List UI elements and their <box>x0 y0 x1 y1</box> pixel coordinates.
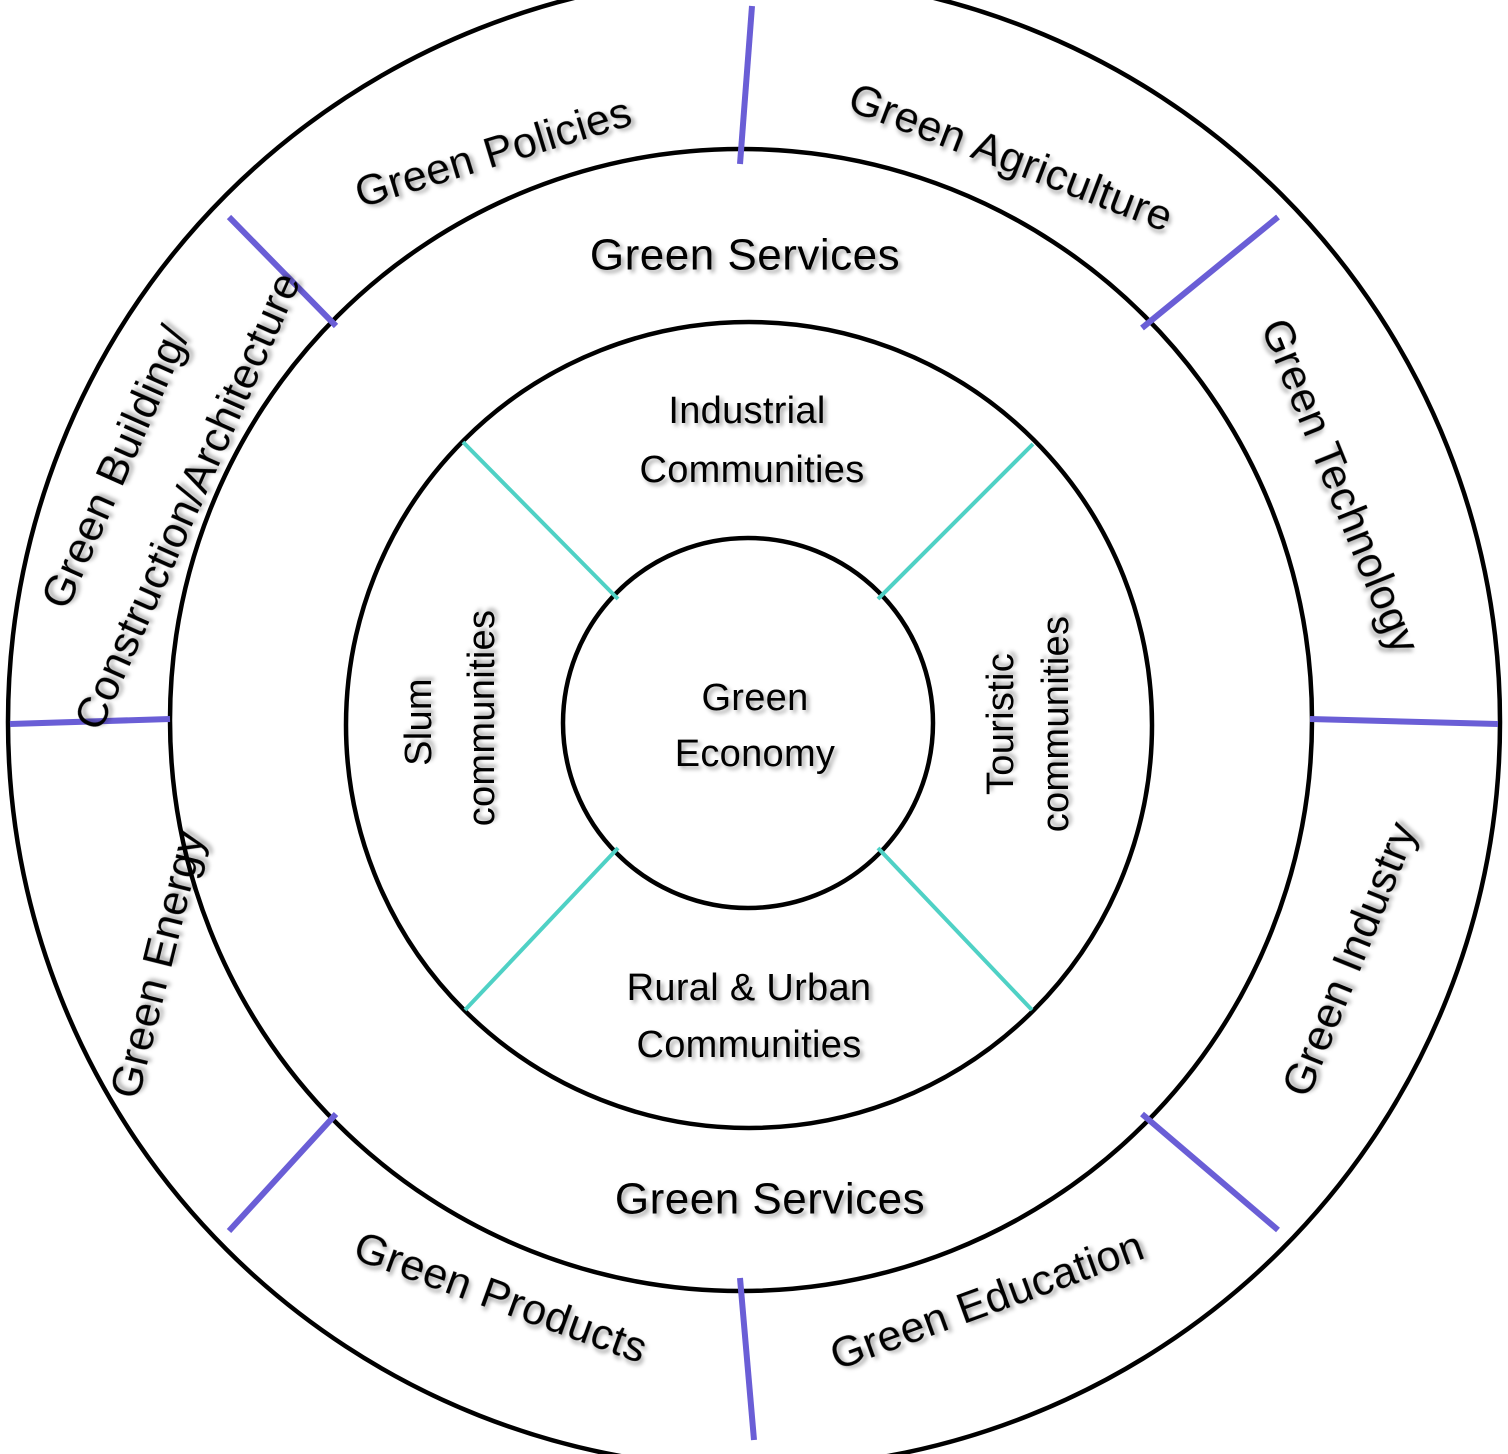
core-label-line1: Green <box>701 677 808 719</box>
divider-inner-se <box>876 846 1034 1012</box>
divider-agriculture-technology <box>1140 214 1280 331</box>
divider-products-energy <box>226 1111 339 1234</box>
divider-inner-ne <box>876 442 1035 601</box>
green-policies-label: Green Policies <box>349 88 637 218</box>
divider-energy-building <box>9 716 171 727</box>
divider-education-products <box>737 1277 757 1441</box>
touristic-communities-label-line2: communities <box>1035 616 1077 833</box>
divider-building-policies <box>226 214 339 329</box>
slum-communities-label-line1: Slum <box>398 678 440 766</box>
green-technology-label: Green Technology <box>1251 312 1429 660</box>
core-label-line2: Economy <box>675 733 836 775</box>
industrial-communities-label-line2: Communities <box>639 449 864 491</box>
divider-industry-education <box>1140 1111 1280 1233</box>
green-products-label: Green Products <box>348 1222 654 1373</box>
divider-technology-industry <box>1309 716 1499 727</box>
green-energy-label: Green Energy <box>101 826 214 1103</box>
touristic-communities-label-line1: Touristic <box>980 653 1022 795</box>
green-services-bottom-label: Green Services <box>615 1175 925 1224</box>
divider-policies-agriculture <box>737 5 755 165</box>
divider-inner-nw <box>461 440 620 601</box>
outer-dividers <box>9 5 1499 1441</box>
green-education-label: Green Education <box>824 1221 1151 1379</box>
green-services-top-label: Green Services <box>590 231 900 280</box>
rural-urban-communities-label-line2: Communities <box>636 1024 861 1066</box>
slum-communities-label-line2: communities <box>461 610 503 827</box>
communities-ring <box>343 319 1155 1131</box>
outer-ring <box>5 0 1503 1454</box>
divider-inner-sw <box>463 846 620 1012</box>
core-circle <box>560 535 936 911</box>
inner-dividers <box>461 440 1035 1012</box>
rural-urban-communities-label-line1: Rural & Urban <box>627 967 872 1009</box>
industrial-communities-label-line1: Industrial <box>668 390 825 432</box>
